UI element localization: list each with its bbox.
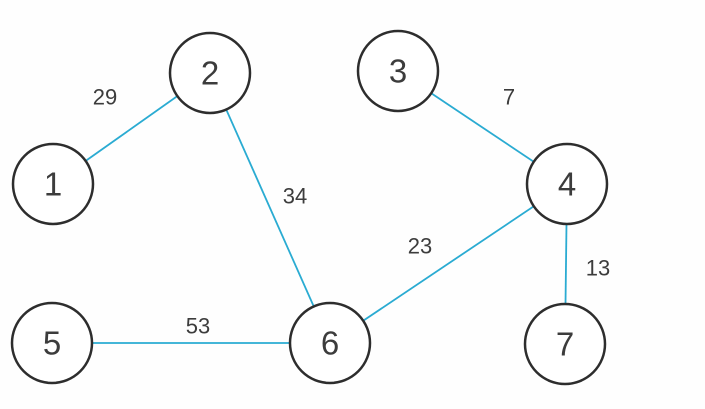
node-circle-2 [168,31,252,115]
graph-node-2: 2 [168,31,252,115]
node-circle-1 [11,142,95,226]
node-label-1: 1 [44,166,62,203]
edge-2-6 [209,72,331,344]
graph-node-6: 6 [288,301,372,385]
edge-weight-2-6: 34 [283,184,307,209]
node-label-6: 6 [321,325,339,362]
node-label-2: 2 [201,55,219,92]
edge-weight-3-4: 7 [503,85,515,110]
edge-weight-5-6: 53 [186,314,210,339]
node-circle-4 [525,142,609,226]
graph-node-4: 4 [525,142,609,226]
node-label-3: 3 [389,53,407,90]
graph-node-5: 5 [10,301,94,385]
edge-weight-4-6: 23 [408,234,432,259]
graph-node-1: 1 [11,142,95,226]
node-label-7: 7 [556,326,574,363]
graph-node-3: 3 [356,29,440,113]
edge-weight-1-2: 29 [93,85,117,110]
node-circle-6 [288,301,372,385]
edge-4-6 [329,183,568,344]
edge-weight-4-7: 13 [586,256,610,281]
node-label-4: 4 [558,166,576,203]
node-label-5: 5 [43,325,61,362]
graph-node-7: 7 [523,302,607,386]
node-circle-7 [523,302,607,386]
node-circle-5 [10,301,94,385]
node-circle-3 [356,29,440,113]
